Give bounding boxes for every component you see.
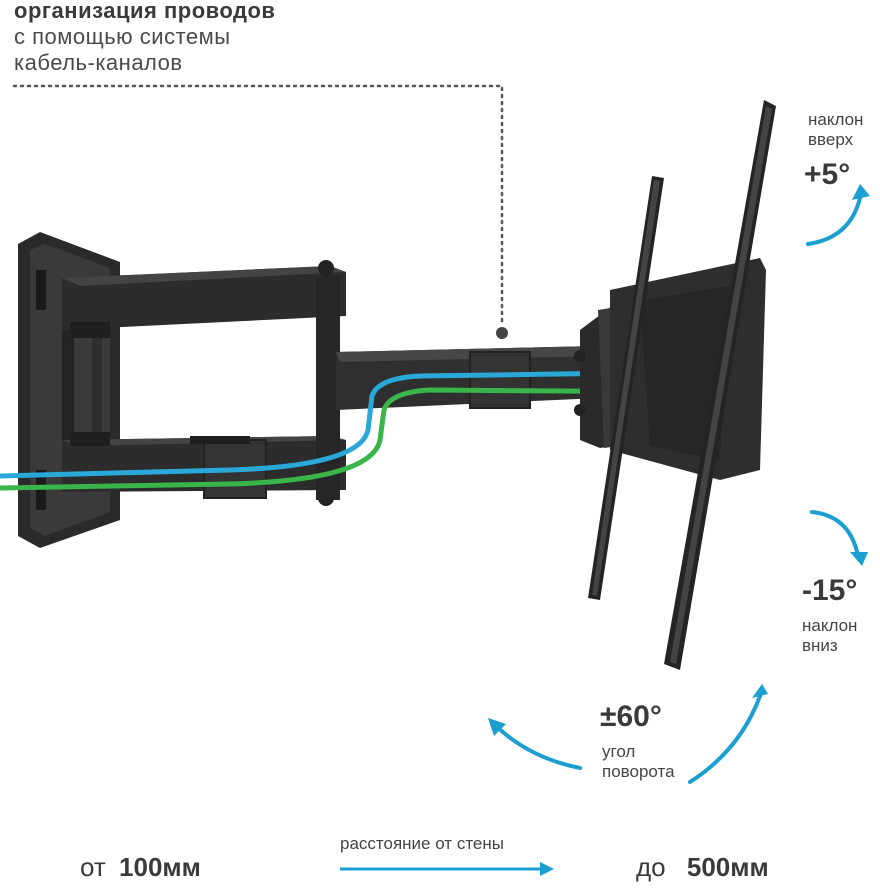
tilt-up-label-1: наклон [808, 110, 864, 129]
tilt-down-arrow [810, 510, 860, 558]
rotation-arrow-right [688, 694, 762, 784]
upper-arm [62, 260, 346, 338]
tilt-down-label-1: наклон [802, 616, 858, 635]
middle-arm [336, 346, 600, 410]
leader-dot [496, 327, 508, 339]
rotation-value: ±60° [600, 700, 662, 733]
tilt-up-arrow [806, 196, 862, 246]
cable-clip-middle [469, 351, 531, 409]
distance-to-prefix: до [636, 852, 666, 882]
leader-dotted-line [12, 84, 504, 328]
tilt-up-value: +5° [804, 158, 851, 191]
cable-green [0, 387, 701, 491]
distance-from-value: 100мм [119, 852, 201, 882]
header-subtitle-1: с помощью системы [14, 24, 231, 49]
rotation-label-2: поворота [602, 762, 675, 781]
tilt-down-value: -15° [802, 574, 858, 607]
rotation-label-1: угол [602, 742, 636, 761]
header-title: организация проводов [14, 0, 276, 23]
header-subtitle-2: кабель-каналов [14, 50, 183, 75]
cable-blue [0, 369, 701, 479]
distance-from: от 100мм [80, 852, 201, 883]
tilt-down-label-2: вниз [802, 636, 838, 655]
distance-arrow-head [540, 862, 554, 876]
distance-to-value: 500мм [686, 852, 769, 882]
tilt-up-label-2: вверх [808, 130, 854, 149]
distance-caption: расстояние от стены [340, 834, 504, 853]
distance-from-prefix: от [80, 852, 106, 882]
rotation-arrow-left [494, 724, 582, 770]
distance-to: до 500мм [636, 852, 769, 883]
